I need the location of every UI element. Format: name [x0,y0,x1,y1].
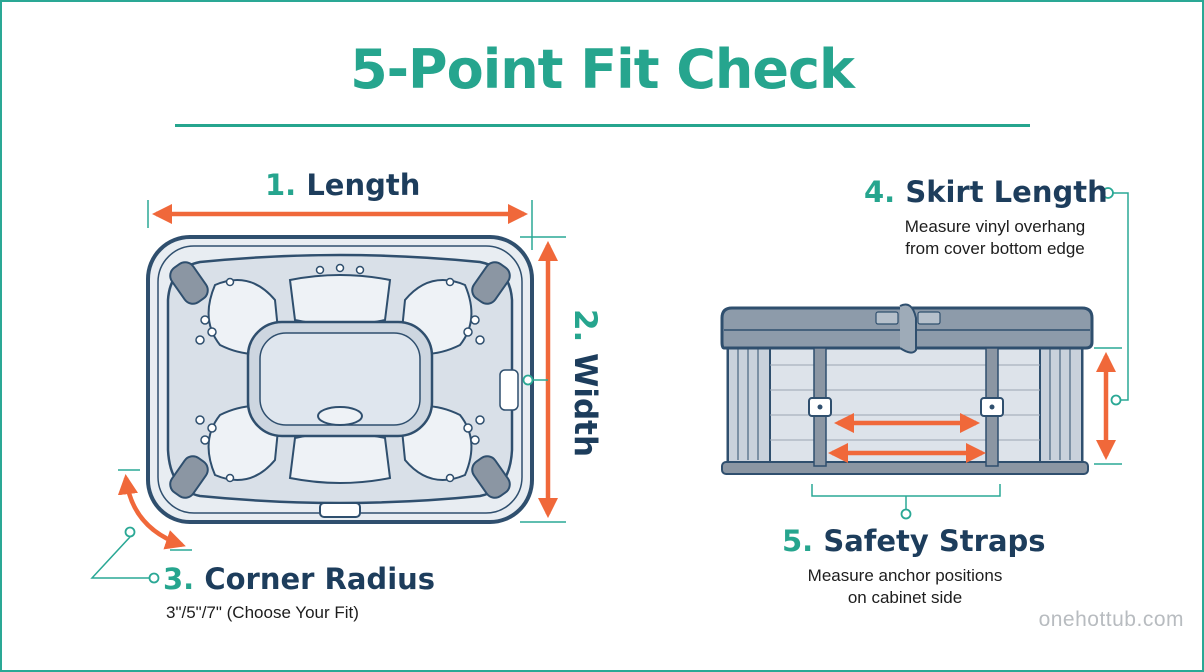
label-skirt-text: Skirt Length [905,175,1108,209]
corner-radius-dimension [90,469,192,584]
label-length: 1. Length [265,168,420,202]
safety-straps-dimension [811,412,1001,520]
length-dimension [147,200,533,250]
hot-tub-top-view [146,235,534,524]
hot-tub-side-view [720,303,1094,475]
skirt-length-dimension [1094,187,1129,465]
skirt-description-line-2: from cover bottom edge [905,239,1085,258]
watermark: onehottub.com [1038,608,1184,631]
label-width-number: 2. [567,308,603,343]
label-straps-text: Safety Straps [823,524,1046,558]
skirt-length-description: Measure vinyl overhang from cover bottom… [880,216,1110,260]
label-corner-number: 3. [163,562,195,596]
page-title: 5-Point Fit Check [350,38,855,101]
safety-straps-description: Measure anchor positions on cabinet side [780,565,1030,609]
label-skirt-number: 4. [864,175,896,209]
corner-radius-description: 3"/5"/7" (Choose Your Fit) [166,603,359,622]
title-divider [175,124,1030,127]
straps-description-line-1: Measure anchor positions [807,566,1003,585]
label-corner-radius: 3. Corner Radius [163,562,435,596]
label-width-text: Width [567,353,603,458]
straps-description-line-2: on cabinet side [847,588,963,607]
width-dimension [520,236,566,523]
label-width: 2. Width [540,309,630,457]
label-straps-number: 5. [782,524,814,558]
label-safety-straps: 5. Safety Straps [782,524,1046,558]
label-corner-text: Corner Radius [204,562,436,596]
label-skirt-length: 4. Skirt Length [864,175,1108,209]
label-length-text: Length [306,168,421,202]
label-length-number: 1. [265,168,297,202]
skirt-description-line-1: Measure vinyl overhang [904,217,1086,236]
